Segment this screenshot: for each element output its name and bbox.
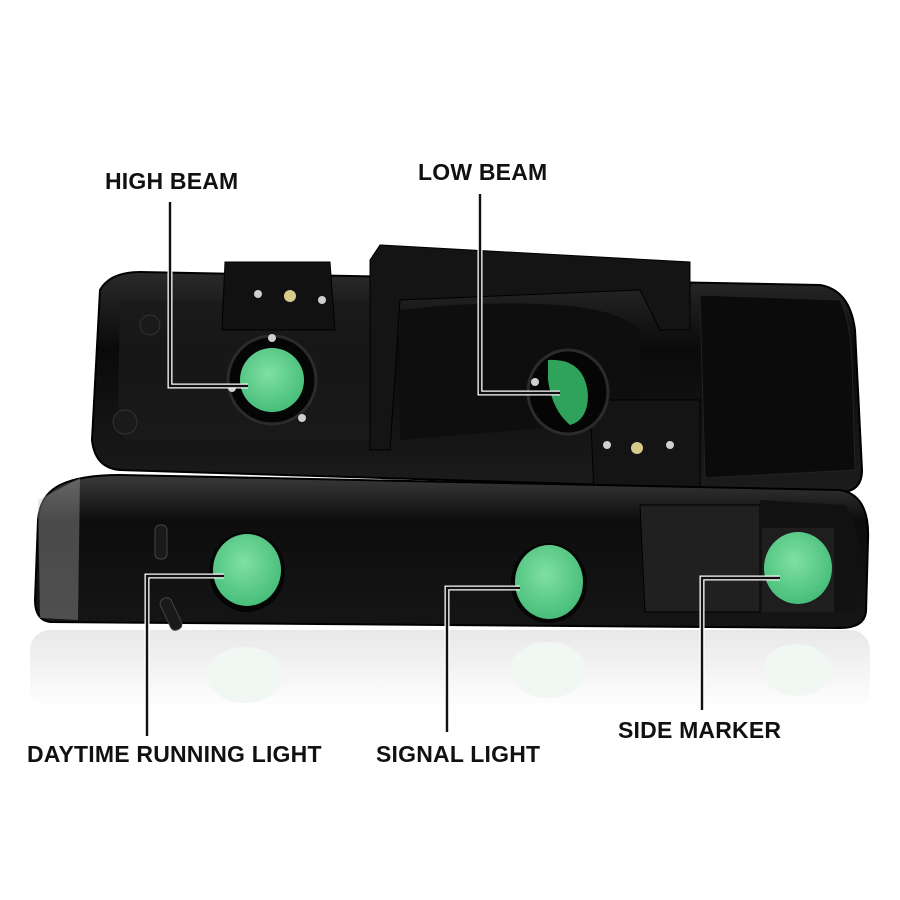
low-beam-label: LOW BEAM xyxy=(418,159,548,185)
high-beam-label: HIGH BEAM xyxy=(105,168,239,194)
low-beam-callout-line xyxy=(478,194,560,395)
callout-lines xyxy=(144,194,780,736)
daytime-running-light-bulb xyxy=(209,532,285,612)
signal-light-bulb xyxy=(511,543,587,623)
signal-callout-line xyxy=(445,586,520,732)
headlight-housing xyxy=(90,244,864,496)
high-beam-callout-line xyxy=(168,202,248,388)
side-marker-label: SIDE MARKER xyxy=(618,717,782,743)
floor-reflection xyxy=(30,630,870,710)
signal-light-label: SIGNAL LIGHT xyxy=(376,741,541,767)
side-marker-callout-line xyxy=(700,576,780,710)
side-marker-bulb xyxy=(762,528,834,612)
high-beam-bulb xyxy=(226,334,318,426)
bumper-lamp-housing xyxy=(33,473,870,631)
daytime-running-light-label: DAYTIME RUNNING LIGHT xyxy=(27,741,322,767)
drl-callout-line xyxy=(145,574,224,736)
